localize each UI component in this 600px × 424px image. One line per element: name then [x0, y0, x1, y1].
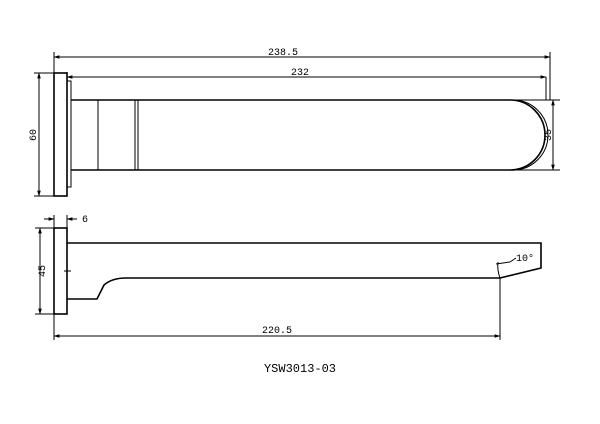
spout-body-side [67, 242, 542, 300]
dim-spout-length: 232 [66, 68, 547, 100]
dim-reach-label: 220.5 [262, 326, 292, 337]
dim-spout-length-label: 232 [291, 68, 309, 79]
dim-plate-height: 60 [29, 72, 54, 197]
dim-side-height: 45 [35, 227, 54, 315]
dim-side-height-label: 45 [38, 265, 49, 277]
dim-plate-thickness: 6 [44, 215, 88, 228]
dim-spout-height: 35 [510, 99, 560, 171]
dim-overall-length: 238.5 [53, 48, 551, 100]
top-view [53, 72, 549, 197]
dim-reach: 220.5 [53, 278, 501, 340]
spout-body-top [71, 99, 546, 171]
dim-angle: 10° [495, 253, 534, 279]
dim-spout-height-label: 35 [544, 129, 555, 141]
spout-tip-inner-arc [512, 99, 549, 171]
spout-hub [66, 80, 72, 188]
dim-plate-height-label: 60 [29, 129, 40, 141]
part-number-label: YSW3013-03 [264, 362, 336, 376]
dim-angle-label: 10° [516, 253, 534, 265]
dim-overall-length-label: 238.5 [268, 48, 298, 59]
side-view [53, 227, 542, 315]
wall-plate-front [53, 72, 68, 197]
dim-plate-thickness-label: 6 [82, 215, 88, 226]
